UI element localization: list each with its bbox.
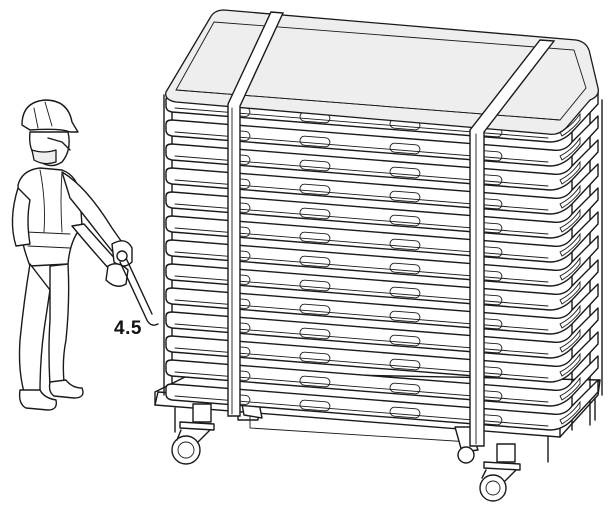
strap-left	[227, 11, 285, 417]
caster-front-right	[479, 443, 521, 502]
helmet	[21, 99, 79, 133]
worker-leg-right	[48, 263, 70, 387]
caster-front-left	[171, 403, 215, 465]
worker-figure	[11, 99, 159, 411]
callout-label: 4.5	[114, 318, 142, 339]
strap-right	[469, 39, 556, 447]
worker-leg-left	[18, 263, 51, 393]
